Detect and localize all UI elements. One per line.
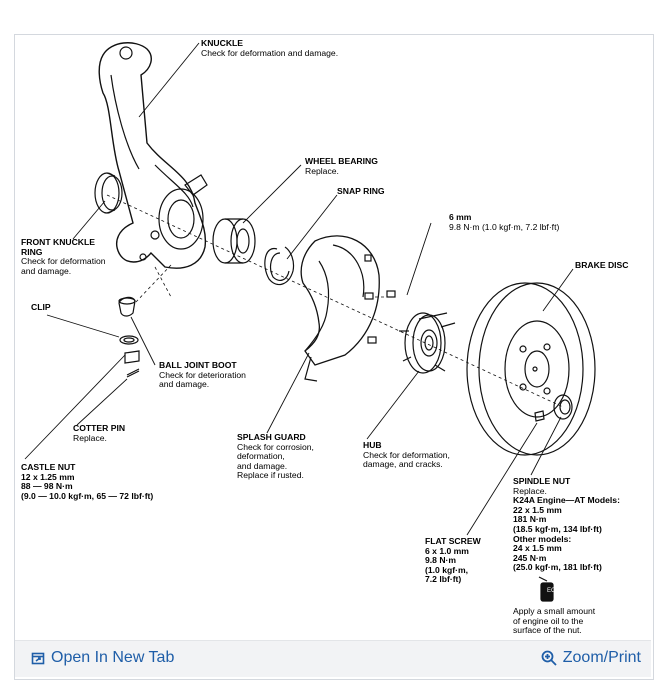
brake-disc-part <box>466 282 596 456</box>
engine-oil-note: Apply a small amount of engine oil to th… <box>513 606 596 636</box>
front-knuckle-ring-label: FRONT KNUCKLE RING Check for deformation… <box>21 237 106 276</box>
flat-screw-label: FLAT SCREW 6 x 1.0 mm 9.8 N·m (1.0 kgf·m… <box>425 536 481 585</box>
splash-guard-part <box>300 235 380 382</box>
brake-disc-label: BRAKE DISC <box>575 260 629 270</box>
front-suspension-exploded-diagram <box>24 42 596 602</box>
castle-nut-label: CASTLE NUT 12 x 1.25 mm 88 — 98 N·m (9.0… <box>21 462 154 501</box>
bolt-6mm-label: 6 mm 9.8 N·m (1.0 kgf·m, 7.2 lbf·ft) <box>449 212 560 232</box>
engine-oil-icon <box>538 576 554 602</box>
image-toolbar: Open In New Tab Zoom/Print <box>15 640 651 677</box>
knuckle-label: KNUCKLE Check for deformation and damage… <box>201 38 339 58</box>
splash-guard-bolts <box>364 254 396 344</box>
splash-guard-label: SPLASH GUARD Check for corrosion, deform… <box>237 432 314 481</box>
snap-ring-part <box>264 246 295 286</box>
ball-joint-parts <box>118 296 140 378</box>
wheel-bearing-part <box>212 218 256 264</box>
cotter-pin-label: COTTER PIN Replace. <box>73 423 126 443</box>
ball-joint-boot-label: BALL JOINT BOOT Check for deterioration … <box>159 360 246 390</box>
spindle-nut-label: SPINDLE NUT Replace. K24A Engine—AT Mode… <box>513 476 620 573</box>
zoom-magnifier-icon <box>541 650 557 666</box>
flat-screw-part <box>534 410 545 422</box>
snap-ring-label: SNAP RING <box>337 186 385 196</box>
spindle-nut-part <box>553 394 573 420</box>
zoom-print-label: Zoom/Print <box>562 649 641 666</box>
diagram-frame: KNUCKLE Check for deformation and damage… <box>14 34 654 680</box>
wheel-bearing-label: WHEEL BEARING Replace. <box>305 156 378 176</box>
front-knuckle-ring-part <box>94 172 123 214</box>
leader-lines <box>24 42 574 536</box>
open-new-tab-icon <box>31 651 45 665</box>
hub-part <box>399 312 456 374</box>
assembly-axis-lines <box>106 194 564 408</box>
zoom-print-button[interactable]: Zoom/Print <box>541 649 641 667</box>
clip-label: CLIP <box>31 302 51 312</box>
knuckle-part <box>98 42 208 269</box>
open-in-new-tab-button[interactable]: Open In New Tab <box>31 649 174 667</box>
hub-label: HUB Check for deformation, damage, and c… <box>363 440 450 470</box>
engine-oil-icon-text: EO <box>547 588 556 594</box>
open-in-new-tab-label: Open In New Tab <box>51 649 175 666</box>
